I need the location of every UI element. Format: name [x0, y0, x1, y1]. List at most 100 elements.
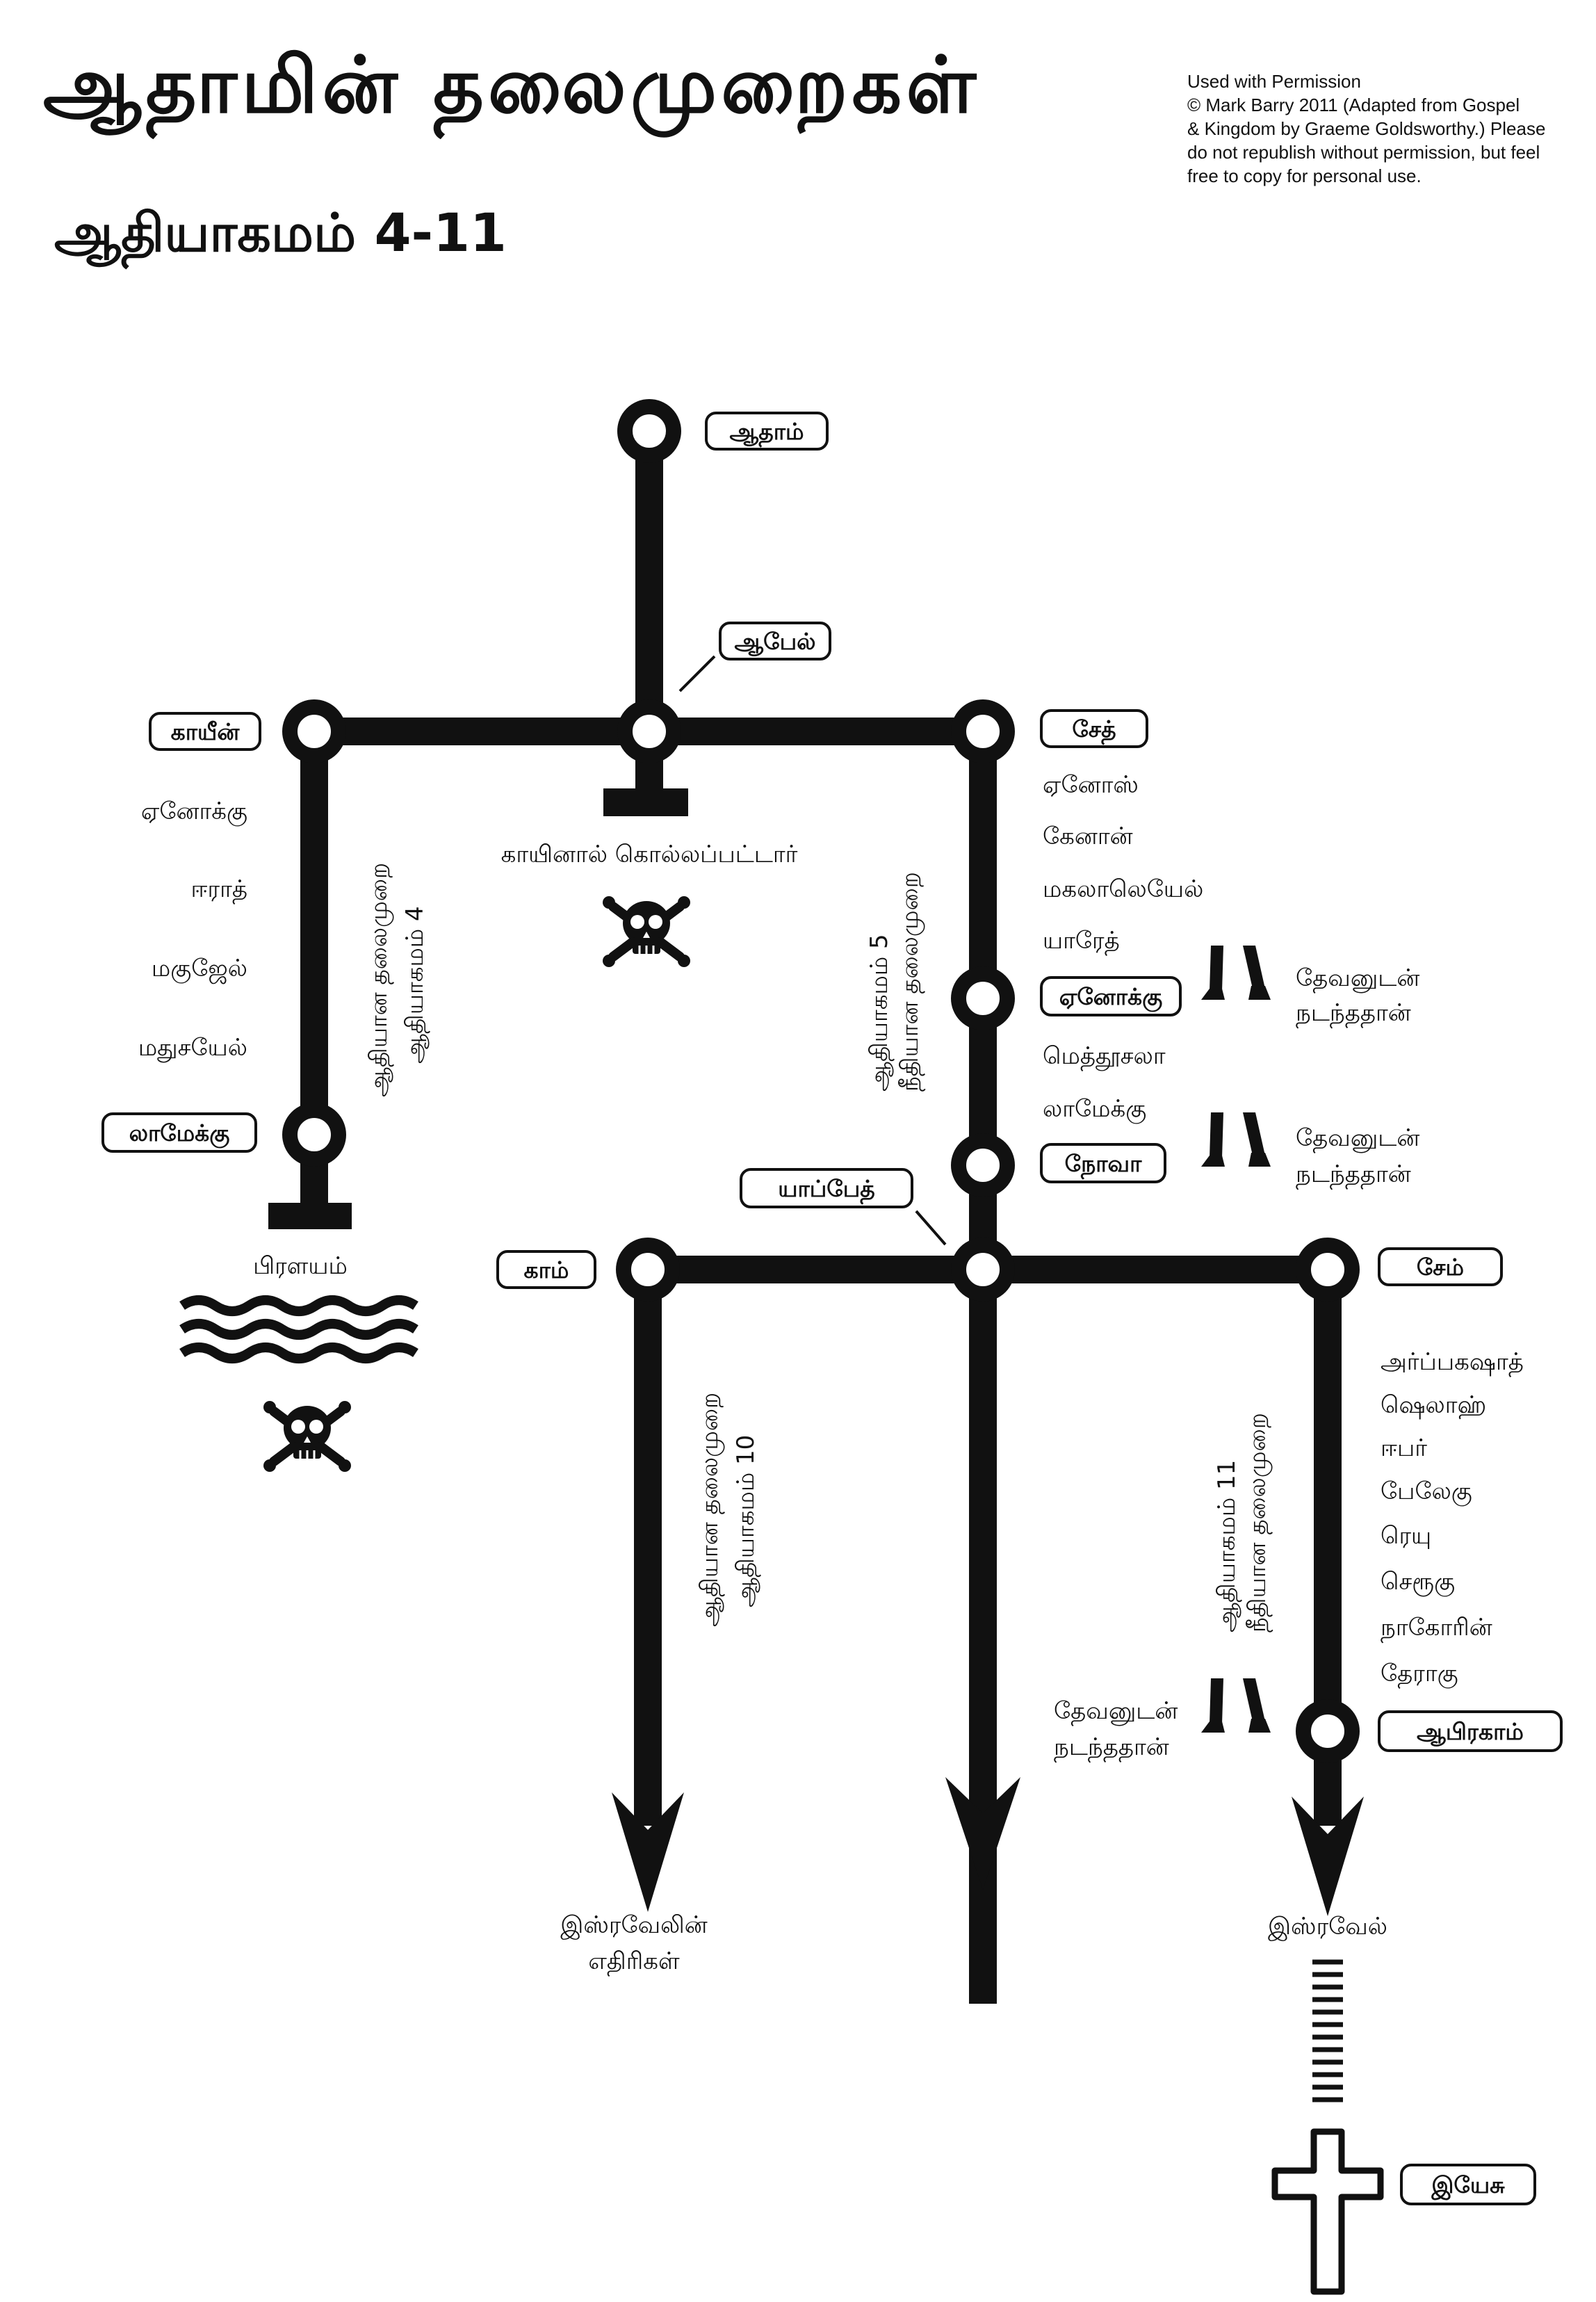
node-enoch: [951, 966, 1015, 1030]
gen5-vertical-label: ஆதியாகமம் 5 நீதியான தலைமுறை: [865, 872, 925, 1092]
node-lamech: [282, 1103, 346, 1167]
shem-descendant: ஷெலாஹ்: [1381, 1391, 1486, 1420]
svg-text:நீதியான தலைமுறை: நீதியான தலைமுறை: [1244, 1413, 1273, 1632]
cain-descendant: ஏனோக்கு: [141, 797, 247, 826]
abel-note: காயினால் கொல்லப்பட்டார்: [501, 841, 798, 868]
svg-text:ஆதியான தலைமுறை: ஆதியான தலைமுறை: [696, 1393, 725, 1627]
node-noah: [951, 1133, 1015, 1197]
walking-legs-icon: [1201, 946, 1271, 1000]
svg-text:ஏனோக்கு: ஏனோக்கு: [1059, 983, 1163, 1012]
credit-note: Used with Permission © Mark Barry 2011 (…: [1187, 70, 1596, 188]
node-japheth: [951, 1238, 1015, 1302]
cain-descendant: ஈராத்: [191, 875, 247, 905]
svg-text:ஆதியான தலைமுறை: ஆதியான தலைமுறை: [365, 863, 394, 1097]
svg-text:நோவா: நோவா: [1065, 1150, 1142, 1180]
credit-line: do not republish without permission, but…: [1187, 142, 1540, 163]
node-seth: [951, 699, 1015, 763]
japheth-connector: [915, 1210, 947, 1246]
walked-note: தேவனுடன்: [1296, 1124, 1419, 1153]
arrow-ham-icon: [612, 1792, 684, 1912]
node-shem: [1296, 1238, 1360, 1302]
walking-legs-icon: [1201, 1112, 1271, 1167]
label-abraham: ஆபிரகாம்: [1378, 1710, 1563, 1752]
seth-descendant: கேனான்: [1043, 822, 1133, 850]
ham-outcome: இஸ்ரவேலின்: [560, 1911, 707, 1940]
label-enoch: ஏனோக்கு: [1040, 976, 1182, 1016]
node-adam: [617, 399, 681, 463]
cain-descendant: மதுசயேல்: [138, 1034, 247, 1062]
seth-descendant: லாமேக்கு: [1043, 1095, 1146, 1124]
label-jesus: இயேசு: [1400, 2164, 1536, 2205]
label-noah: நோவா: [1040, 1143, 1166, 1183]
shem-descendant: அர்ப்பகஷாத்: [1381, 1348, 1524, 1377]
svg-text:ஆதாம்: ஆதாம்: [729, 418, 804, 448]
credit-line: Used with Permission: [1187, 71, 1361, 92]
svg-text:சேத்: சேத்: [1072, 715, 1116, 745]
svg-text:லாமேக்கு: லாமேக்கு: [129, 1119, 230, 1149]
label-cain: காயீன்: [149, 712, 261, 751]
dashed-lineage-line: [1312, 1959, 1343, 2102]
svg-text:ஆதியாகமம் 5: ஆதியாகமம் 5: [865, 934, 895, 1092]
credit-line: free to copy for personal use.: [1187, 165, 1422, 186]
shem-outcome: இஸ்ரவேல்: [1268, 1913, 1387, 1941]
svg-text:காம்: காம்: [524, 1256, 569, 1283]
svg-text:சேம்: சேம்: [1417, 1254, 1464, 1281]
gen4-vertical-label: ஆதியான தலைமுறை ஆதியாகமம் 4: [365, 863, 430, 1097]
credit-line: & Kingdom by Graeme Goldsworthy.) Please: [1187, 118, 1546, 139]
walked-note: நடந்ததான்: [1054, 1733, 1169, 1762]
skull-icon: [263, 1401, 351, 1472]
shem-descendant: ஈபர்: [1381, 1434, 1427, 1462]
svg-text:ஆபேல்: ஆபேல்: [734, 628, 815, 656]
node-abraham: [1296, 1699, 1360, 1763]
station-nodes: [282, 399, 1360, 1763]
credit-line: © Mark Barry 2011 (Adapted from Gospel: [1187, 95, 1520, 115]
flood-label: பிரளயம்: [253, 1252, 348, 1280]
walked-note: தேவனுடன்: [1054, 1697, 1178, 1726]
node-cain: [282, 699, 346, 763]
walked-note: நடந்ததான்: [1296, 1160, 1411, 1190]
svg-text:ஆதியாகமம் 4: ஆதியாகமம் 4: [401, 906, 430, 1064]
seth-descendant: ஏனோஸ்: [1043, 771, 1139, 799]
node-ham: [616, 1238, 680, 1302]
walked-note: நடந்ததான்: [1296, 999, 1411, 1028]
label-seth: சேத்: [1040, 709, 1148, 748]
node-abel: [617, 699, 681, 763]
svg-text:நீதியான தலைமுறை: நீதியான தலைமுறை: [896, 872, 925, 1092]
ham-outcome: எதிரிகள்: [588, 1947, 680, 1977]
gen11-vertical-label: ஆதியாகமம் 11 நீதியான தலைமுறை: [1213, 1413, 1273, 1632]
page-subtitle: ஆதியாகமம் 4-11: [54, 202, 507, 264]
svg-text:ஆதியாகமம் 11: ஆதியாகமம் 11: [1213, 1460, 1242, 1632]
svg-text:ஆதியாகமம் 10: ஆதியாகமம் 10: [732, 1435, 761, 1607]
cross-icon: [1271, 2128, 1384, 2295]
svg-text:ஆபிரகாம்: ஆபிரகாம்: [1417, 1718, 1524, 1746]
shem-descendant: தேராகு: [1381, 1660, 1458, 1689]
shem-descendant: ரெயு: [1381, 1522, 1431, 1550]
seth-descendant: மகலாலெயேல்: [1043, 875, 1203, 903]
arrow-heads: [612, 1777, 1364, 1916]
shem-descendant: பேலேகு: [1381, 1477, 1472, 1506]
abel-connector: [678, 655, 716, 692]
label-japheth: யாப்பேத்: [740, 1168, 913, 1208]
label-abel: ஆபேல்: [719, 622, 831, 660]
label-ham: காம்: [496, 1250, 596, 1289]
arrow-shem-icon: [1292, 1797, 1364, 1916]
lineage-lines: [268, 432, 1342, 2004]
flood-waves-icon: [179, 1295, 418, 1363]
arrow-japheth-icon: [945, 1777, 1020, 1890]
seth-descendant: மெத்தூசலா: [1043, 1042, 1166, 1071]
label-shem: சேம்: [1378, 1247, 1503, 1286]
cain-descendant: மகுஜேல்: [152, 955, 247, 984]
seth-descendant: யாரேத்: [1043, 927, 1120, 956]
page-title: ஆதாமின் தலைமுறைகள்: [43, 40, 981, 131]
walking-legs-icon: [1201, 1678, 1271, 1733]
shem-descendant: நாகோரின்: [1381, 1614, 1492, 1643]
svg-text:இயேசு: இயேசு: [1431, 2171, 1505, 2200]
svg-text:யாப்பேத்: யாப்பேத்: [778, 1175, 875, 1205]
svg-text:காயீன்: காயீன்: [171, 718, 241, 745]
label-adam: ஆதாம்: [705, 412, 829, 451]
skull-icon: [603, 896, 690, 967]
label-lamech: லாமேக்கு: [101, 1112, 257, 1153]
shem-descendant: செரூகு: [1381, 1568, 1455, 1596]
walked-note: தேவனுடன்: [1296, 964, 1419, 994]
